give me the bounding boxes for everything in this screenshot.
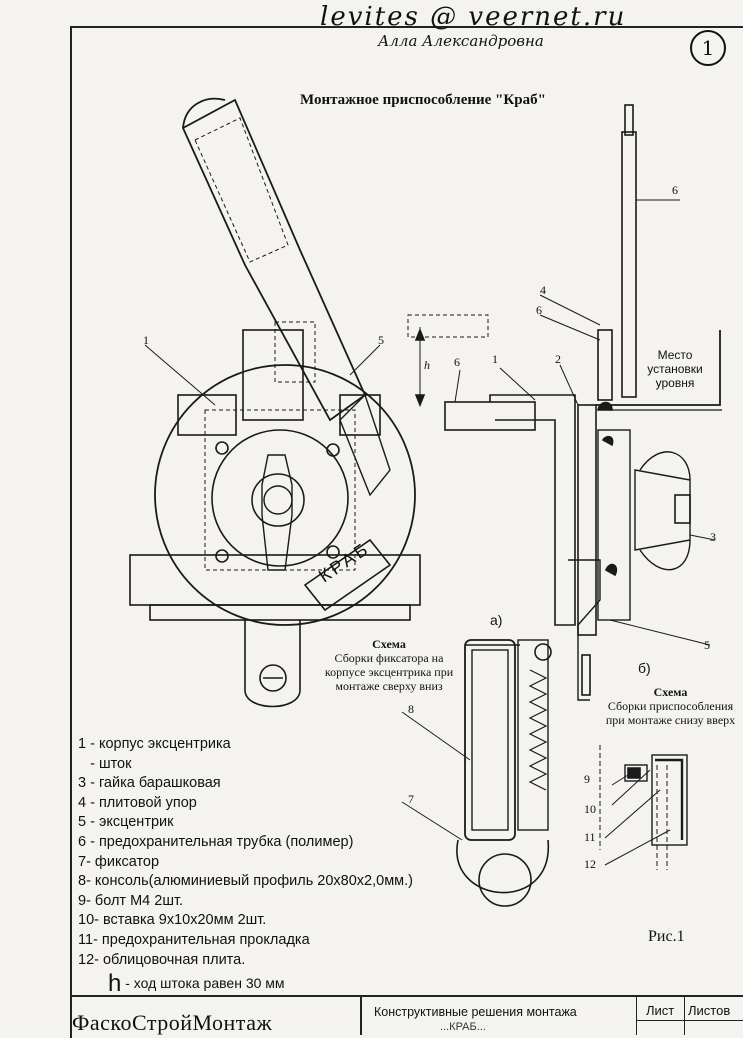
- handwritten-email: levites @ veernet.ru: [320, 2, 627, 32]
- sheet-header: Лист: [646, 1003, 675, 1018]
- callout-12: 12: [584, 857, 596, 871]
- callout-6-mid: 6: [536, 303, 542, 317]
- figure-label: Рис.1: [648, 928, 685, 945]
- callout-3: 3: [710, 530, 716, 544]
- callout-8: 8: [408, 702, 414, 716]
- parts-legend: 1 - корпус эксцентрика - шток 3 - гайка …: [78, 735, 413, 970]
- detail-a-label: а): [490, 612, 503, 628]
- legend-item: - шток: [78, 755, 132, 772]
- caption-a-head: Схема: [372, 637, 406, 651]
- callout-9: 9: [584, 772, 590, 786]
- legend-item: 7- фиксатор: [78, 853, 160, 870]
- legend-item: 5 - эксцентрик: [78, 814, 174, 831]
- title-block-divider: [360, 995, 362, 1035]
- title-block-divider: [636, 995, 637, 1035]
- callout-1-left: 1: [143, 333, 149, 347]
- stroke-text: - ход штока равен 30 мм: [121, 975, 285, 991]
- legend-item: 12- облицовочная плита.: [78, 951, 246, 968]
- callout-2: 2: [555, 352, 561, 366]
- detail-b-label: б): [638, 660, 651, 676]
- title-block-border: [70, 995, 743, 997]
- legend-item: 9- болт М4 2шт.: [78, 892, 184, 909]
- right-side-view: [407, 104, 722, 701]
- title-block-divider: [684, 995, 685, 1035]
- handwritten-name: Алла Александровна: [378, 32, 544, 50]
- callout-6-rod: 6: [672, 183, 678, 197]
- detail-a: [401, 639, 552, 907]
- legend-item: 3 - гайка барашковая: [78, 775, 221, 792]
- caption-b-body: Сборки приспособления при монтаже снизу …: [605, 699, 736, 727]
- legend-item: 10- вставка 9х10х20мм 2шт.: [78, 912, 267, 929]
- level-place-label: Место установки уровня: [647, 348, 703, 390]
- callout-7: 7: [408, 792, 414, 806]
- callout-5-left: 5: [378, 333, 384, 347]
- callout-5-right: 5: [704, 638, 710, 652]
- company-name: ФаскоСтройМонтаж: [72, 1010, 273, 1035]
- legend-item: 6 - предохранительная трубка (полимер): [78, 833, 354, 850]
- caption-a-body: Сборки фиксатора на корпусе эксцентрика …: [324, 651, 454, 693]
- legend-item: 11- предохранительная прокладка: [78, 931, 310, 948]
- sheets-header: Листов: [688, 1003, 731, 1018]
- stroke-note: h - ход штока равен 30 мм: [108, 970, 285, 998]
- document-title: Конструктивные решения монтажа: [374, 1005, 577, 1019]
- detail-b: [599, 745, 688, 870]
- left-main-view: [129, 97, 421, 708]
- callout-10: 10: [584, 802, 596, 816]
- callout-11: 11: [584, 830, 596, 844]
- legend-item: 4 - плитовой упор: [78, 794, 197, 811]
- legend-item: 8- консоль(алюминиевый профиль 20х80х2,0…: [78, 873, 413, 890]
- caption-b-head: Схема: [653, 685, 688, 699]
- callout-6-left: 6: [454, 355, 460, 369]
- stroke-symbol: h: [108, 970, 122, 997]
- document-subtitle: ...КРАБ...: [440, 1021, 486, 1033]
- dimension-h: h: [424, 358, 430, 372]
- drawing-title: Монтажное приспособление "Краб": [300, 92, 546, 108]
- title-block-divider: [636, 1020, 743, 1021]
- drawing-frame: [70, 26, 743, 1038]
- callout-1-right: 1: [492, 352, 498, 366]
- callout-4: 4: [540, 283, 546, 297]
- sheet-number-circle: 1: [690, 30, 726, 66]
- caption-a: Схема Сборки фиксатора на корпусе эксцен…: [316, 637, 462, 693]
- legend-item: 1 - корпус эксцентрика: [78, 736, 231, 752]
- caption-b: Схема Сборки приспособления при монтаже …: [598, 685, 743, 727]
